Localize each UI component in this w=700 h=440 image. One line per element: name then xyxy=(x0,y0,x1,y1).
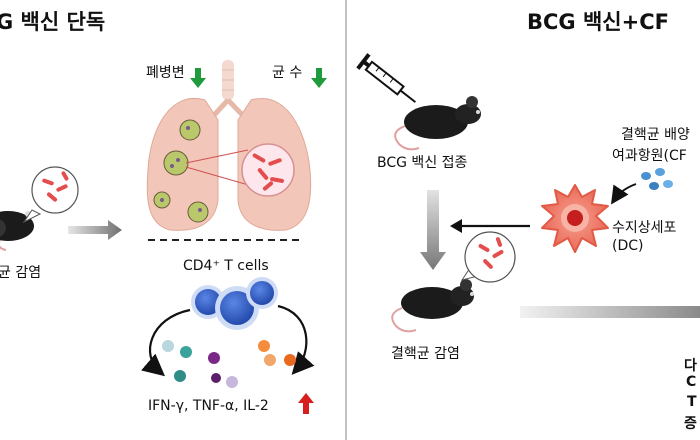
bacteria-bubble-right xyxy=(460,231,516,283)
vaccination-label: BCG 백신 접종 xyxy=(377,155,468,171)
mouse-infected-right xyxy=(391,279,474,333)
cf-antigen-label-line1: 결핵균 배양 xyxy=(621,127,690,143)
lesion-decrease-arrow xyxy=(190,68,206,88)
bacteria-bubble-left xyxy=(22,166,79,224)
arrow-vaccine-to-infection xyxy=(420,190,446,270)
arrow-to-lung xyxy=(68,220,122,240)
arrow-to-outcome xyxy=(520,306,700,318)
cytokines-label: IFN-γ, TNF-α, IL-2 xyxy=(148,398,269,414)
cut-text-4: 증 xyxy=(684,416,697,432)
dc-label-line1: 수지상세포 xyxy=(612,220,677,236)
cycle-arrow-right xyxy=(277,304,315,375)
syringe-icon xyxy=(356,53,417,103)
cf-antigen-dots xyxy=(641,168,673,190)
cut-text-3: T xyxy=(687,394,697,410)
cut-text-1: 다 xyxy=(684,358,697,374)
left-infection-label: 균 감염 xyxy=(0,265,42,281)
lung-illustration xyxy=(146,60,312,231)
cycle-arrow-left xyxy=(141,308,191,377)
bacteria-decrease-arrow xyxy=(311,68,327,88)
mouse-vaccinated xyxy=(394,96,481,151)
arrow-dc-to-mouse xyxy=(450,219,530,233)
cd4-t-cells-label: CD4⁺ T cells xyxy=(183,258,269,274)
mouse-infected-left xyxy=(0,211,34,251)
bacteria-count-label: 균 수 xyxy=(272,65,303,81)
cd4-t-cells xyxy=(191,277,278,330)
cytokine-dots xyxy=(162,340,296,388)
dc-label-line2: (DC) xyxy=(612,238,644,254)
left-panel-title: G 백신 단독 xyxy=(0,10,106,34)
arrow-antigen-to-dc xyxy=(611,183,637,205)
right-panel-title: BCG 백신+CF xyxy=(527,10,669,34)
cytokine-increase-arrow xyxy=(298,393,314,414)
cf-antigen-label-line2: 여과항원(CF xyxy=(612,148,687,164)
lung-lesion-label: 폐병변 xyxy=(146,65,185,81)
cut-text-2: C xyxy=(686,374,697,390)
right-infection-label: 결핵균 감염 xyxy=(391,346,460,362)
dendritic-cell xyxy=(541,184,609,253)
